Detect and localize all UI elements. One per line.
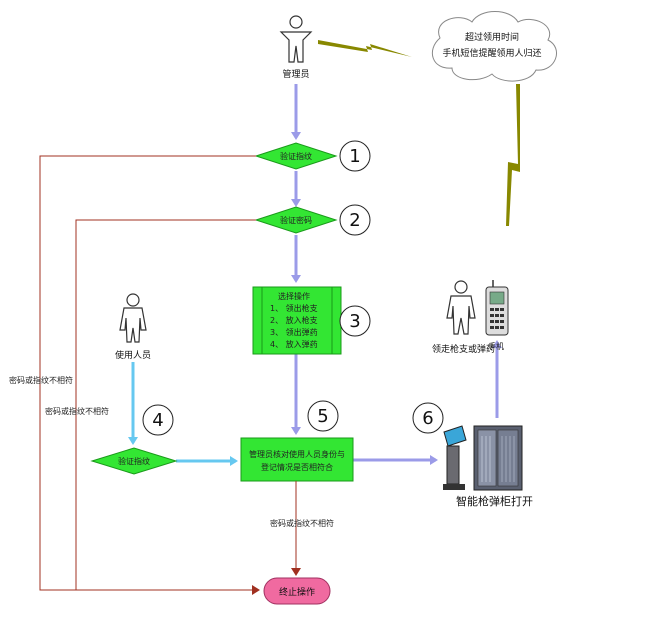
- signal-lightning-vertical-icon: [506, 84, 520, 226]
- step-number-3: 3: [339, 305, 371, 337]
- step-number-4: 4: [142, 404, 174, 436]
- alert-line2: 手机短信提醒领用人归还: [442, 47, 541, 59]
- decision-verify-fingerprint: 验证指纹: [254, 142, 338, 170]
- verify-fingerprint-label: 验证指纹: [280, 151, 312, 161]
- receiver-person-icon: [446, 280, 476, 335]
- decision-user-fingerprint: 验证指纹: [90, 447, 178, 475]
- svg-text:1: 1: [349, 146, 360, 167]
- phone-label: 手机: [488, 341, 504, 351]
- check-line2: 登记情况是否相符合: [261, 462, 333, 472]
- process-admin-check: 管理员核对使用人员身份与 登记情况是否相符合: [240, 437, 354, 482]
- terminate-label: 终止操作: [279, 586, 315, 598]
- svg-text:2: 2: [349, 210, 360, 231]
- svg-text:4: 4: [152, 410, 163, 431]
- svg-text:5: 5: [317, 406, 328, 427]
- verify-password-label: 验证密码: [280, 215, 312, 225]
- mismatch-label-outer: 密码或指纹不相符: [9, 375, 73, 385]
- reject-line-fingerprint: [39, 155, 260, 595]
- svg-text:6: 6: [422, 408, 433, 429]
- operation-item-2: 2、 放入枪支: [270, 315, 318, 325]
- step-number-1: 1: [339, 140, 371, 172]
- terminal-terminate: 终止操作: [263, 577, 331, 605]
- user-fingerprint-label: 验证指纹: [118, 456, 150, 466]
- user-person-icon: [119, 293, 147, 343]
- step-number-2: 2: [339, 204, 371, 236]
- svg-text:3: 3: [349, 311, 360, 332]
- operation-item-1: 1、 领出枪支: [270, 303, 318, 313]
- user-label: 使用人员: [115, 349, 151, 361]
- decision-verify-password: 验证密码: [254, 206, 338, 234]
- mismatch-label-center: 密码或指纹不相符: [270, 518, 334, 528]
- step-number-6: 6: [412, 402, 444, 434]
- operation-item-4: 4、 放入弹药: [270, 339, 318, 349]
- admin-person-icon: [279, 15, 313, 63]
- cabinet-label: 智能枪弹柜打开: [456, 494, 533, 508]
- receiver-label: 领走枪支或弹药: [432, 343, 495, 355]
- smart-gun-cabinet-icon: [473, 425, 523, 491]
- alert-cloud: 超过领用时间 手机短信提醒领用人归还: [431, 11, 558, 82]
- reject-line-password: [75, 219, 256, 590]
- mismatch-label-inner: 密码或指纹不相符: [45, 406, 109, 416]
- alert-line1: 超过领用时间: [465, 31, 519, 43]
- check-line1: 管理员核对使用人员身份与: [249, 449, 345, 459]
- operation-title: 选择操作: [278, 291, 310, 301]
- process-select-operation: 选择操作 1、 领出枪支 2、 放入枪支 3、 领出弹药 4、 放入弹药: [252, 286, 342, 355]
- mobile-phone-icon: [485, 280, 509, 336]
- operation-item-3: 3、 领出弹药: [270, 327, 318, 337]
- kiosk-terminal-icon: [443, 425, 467, 490]
- step-number-5: 5: [307, 400, 339, 432]
- signal-lightning-icon: [318, 40, 412, 57]
- admin-label: 管理员: [282, 68, 309, 80]
